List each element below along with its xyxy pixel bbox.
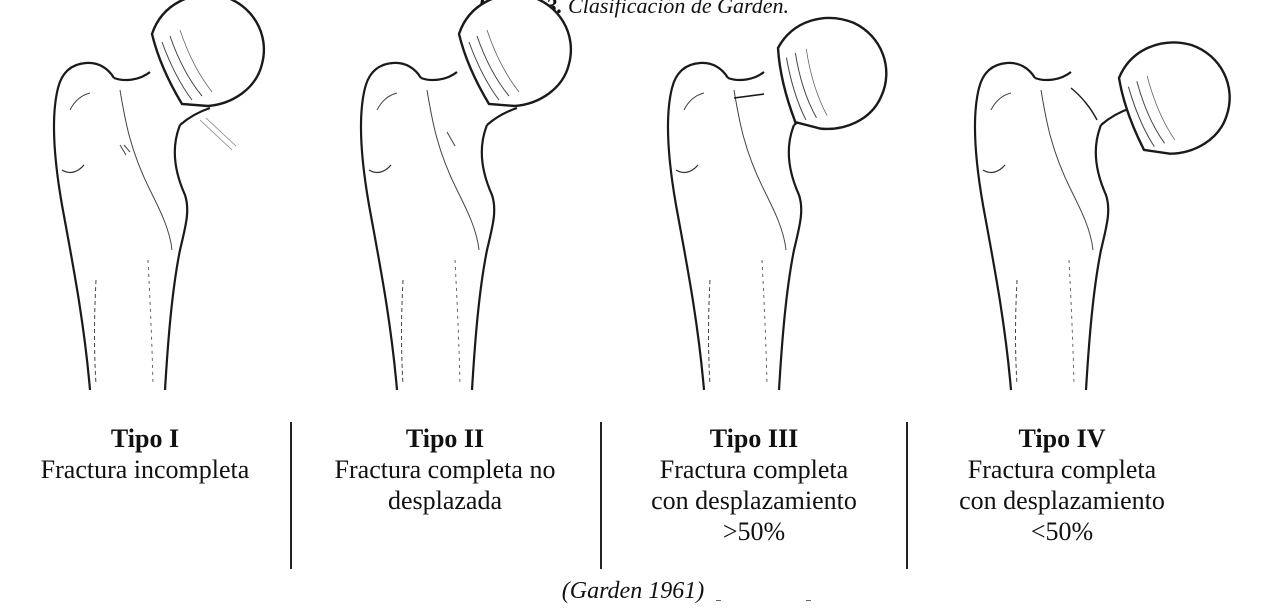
type-description: Fractura incompleta xyxy=(0,454,290,485)
type-label: Tipo IV xyxy=(908,423,1216,454)
femur-type-2 xyxy=(361,0,571,390)
source-citation: (Garden 1961) xyxy=(0,578,1266,605)
type-label: Tipo I xyxy=(0,423,290,454)
femur-type-3 xyxy=(668,9,895,390)
panel-label-type-1: Tipo I Fractura incompleta xyxy=(0,423,290,485)
type-label: Tipo II xyxy=(292,423,598,454)
panel-label-type-4: Tipo IV Fractura completa con desplazami… xyxy=(908,423,1216,547)
stray-mark xyxy=(716,600,721,601)
stray-mark xyxy=(806,600,811,601)
panel-label-type-3: Tipo III Fractura completa con desplazam… xyxy=(602,423,906,547)
panel-label-type-2: Tipo II Fractura completa no desplazada xyxy=(292,423,598,516)
type-description: Fractura completa con desplazamiento <50… xyxy=(908,454,1216,547)
type-label: Tipo III xyxy=(602,423,906,454)
femur-type-1 xyxy=(54,0,264,390)
femur-type-4 xyxy=(975,39,1233,390)
type-description: Fractura completa no desplazada xyxy=(292,454,598,516)
femur-illustrations xyxy=(0,0,1266,420)
type-description: Fractura completa con desplazamiento >50… xyxy=(602,454,906,547)
